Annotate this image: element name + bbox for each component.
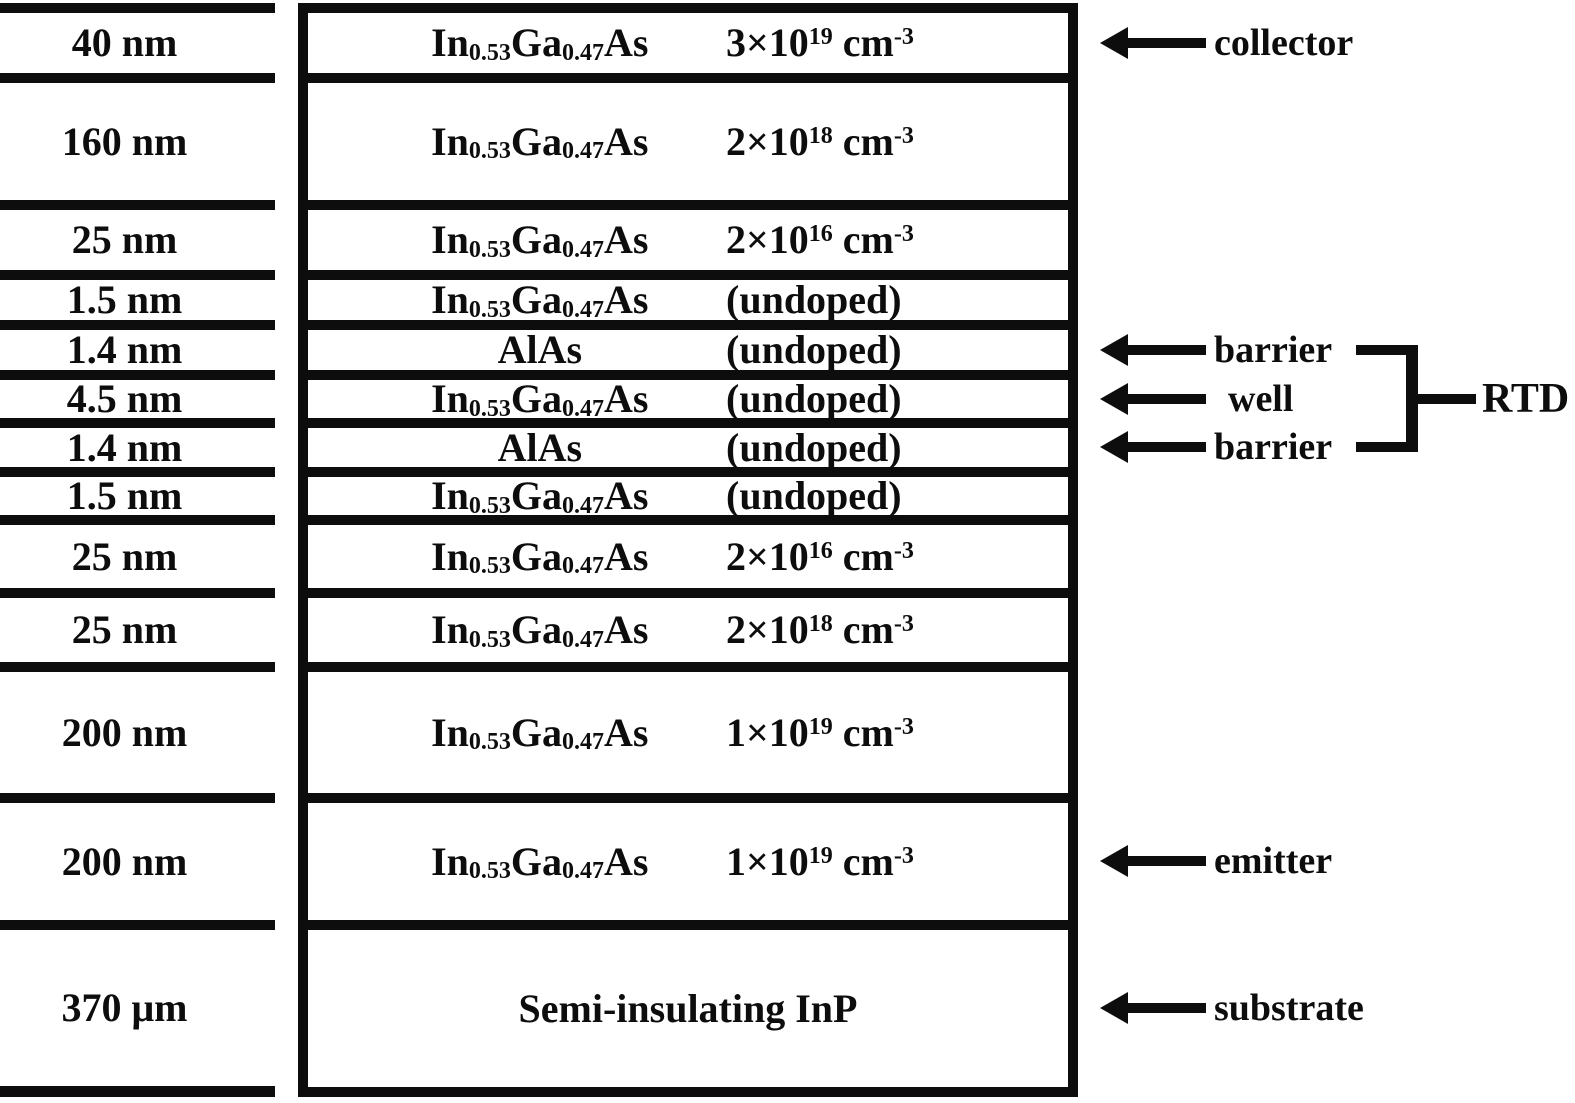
thickness-label: 40 nm (71, 20, 178, 65)
doping-label: 2×1018 cm-3 (726, 118, 914, 164)
thickness-label: 1.4 nm (66, 327, 183, 372)
material-label: In0.53Ga0.47As (431, 838, 649, 885)
ruler-cell: 1.4 nm (0, 320, 275, 370)
layer-row: In0.53Ga0.47As 2×1016 cm-3 (308, 200, 1068, 270)
annotation-barrier-top: barrier (1100, 331, 1332, 369)
material-label: In0.53Ga0.47As (431, 118, 649, 165)
rtd-bracket-middle-arm (1418, 394, 1476, 404)
thickness-label: 25 nm (71, 217, 178, 262)
layer-row: In0.53Ga0.47As 2×1016 cm-3 (308, 515, 1068, 588)
layer-stack: In0.53Ga0.47As 3×1019 cm-3 In0.53Ga0.47A… (298, 3, 1078, 1097)
layer-row-spacer: In0.53Ga0.47As (undoped) (308, 467, 1068, 519)
doping-label: (undoped) (726, 473, 902, 518)
thickness-label: 25 nm (71, 607, 178, 652)
layer-row-well: In0.53Ga0.47As (undoped) (308, 370, 1068, 422)
ruler-cell: 1.4 nm (0, 418, 275, 467)
left-arrow-icon (1100, 431, 1206, 463)
layer-row-spacer: In0.53Ga0.47As (undoped) (308, 270, 1068, 323)
rtd-bracket-top-arm (1356, 345, 1418, 355)
annotation-label-substrate: substrate (1214, 987, 1364, 1029)
annotation-collector: collector (1100, 24, 1353, 62)
material-label: In0.53Ga0.47As (431, 376, 649, 422)
left-arrow-icon (1100, 334, 1206, 366)
thickness-label: 1.4 nm (66, 424, 183, 470)
left-arrow-icon (1100, 383, 1206, 415)
material-label: AlAs (497, 424, 583, 470)
doping-label: (undoped) (726, 277, 902, 322)
material-label: In0.53Ga0.47As (431, 277, 649, 323)
annotation-emitter: emitter (1100, 842, 1332, 880)
annotation-label-well: well (1228, 378, 1294, 420)
thickness-label: 160 nm (61, 118, 188, 164)
doping-label: (undoped) (726, 327, 902, 372)
material-label: Semi-insulating InP (518, 985, 858, 1031)
rtd-label: RTD (1482, 376, 1570, 422)
layer-row: In0.53Ga0.47As 2×1018 cm-3 (308, 588, 1068, 662)
thickness-ruler: 40 nm 160 nm 25 nm 1.5 nm 1.4 nm 4.5 nm … (0, 3, 275, 1097)
thickness-label: 370 μm (61, 985, 188, 1030)
layer-row-collector-contact: In0.53Ga0.47As 3×1019 cm-3 (308, 13, 1068, 73)
ruler-cell: 25 nm (0, 588, 275, 662)
annotation-label-collector: collector (1214, 22, 1354, 64)
material-label: In0.53Ga0.47As (431, 709, 649, 756)
material-label: In0.53Ga0.47As (431, 473, 649, 519)
layer-row-substrate: Semi-insulating InP (308, 920, 1068, 1087)
annotation-label-barrier-top: barrier (1214, 329, 1333, 371)
thickness-label: 1.5 nm (66, 277, 183, 322)
ruler-cell: 160 nm (0, 73, 275, 200)
thickness-label: 200 nm (61, 709, 188, 755)
layer-row: In0.53Ga0.47As 1×1019 cm-3 (308, 662, 1068, 793)
ruler-cell: 200 nm (0, 793, 275, 920)
doping-label: 2×1016 cm-3 (726, 533, 914, 579)
ruler-cell: 25 nm (0, 200, 275, 270)
annotation-well: well (1100, 380, 1293, 418)
left-arrow-icon (1100, 992, 1206, 1024)
layer-row-barrier-top: AlAs (undoped) (308, 320, 1068, 370)
ruler-cell: 200 nm (0, 662, 275, 793)
doping-label: 1×1019 cm-3 (726, 838, 914, 884)
material-label: In0.53Ga0.47As (431, 20, 649, 66)
material-label: AlAs (497, 327, 583, 372)
layer-row: In0.53Ga0.47As 2×1018 cm-3 (308, 73, 1068, 200)
material-label: In0.53Ga0.47As (431, 533, 649, 580)
rtd-bracket-vertical (1406, 345, 1418, 452)
layer-row-barrier-bottom: AlAs (undoped) (308, 418, 1068, 467)
ruler-cell: 370 μm (0, 920, 275, 1097)
annotation-barrier-bottom: barrier (1100, 428, 1332, 466)
thickness-label: 4.5 nm (66, 376, 183, 421)
thickness-label: 25 nm (71, 533, 178, 579)
ruler-cell: 25 nm (0, 515, 275, 588)
ruler-cell: 1.5 nm (0, 270, 275, 320)
ruler-cell: 4.5 nm (0, 370, 275, 421)
doping-label: (undoped) (726, 376, 902, 421)
doping-label: (undoped) (726, 424, 902, 470)
thickness-label: 200 nm (61, 838, 188, 884)
left-arrow-icon (1100, 27, 1206, 59)
doping-label: 2×1016 cm-3 (726, 217, 914, 262)
annotation-label-emitter: emitter (1214, 840, 1333, 882)
doping-label: 1×1019 cm-3 (726, 709, 914, 755)
left-arrow-icon (1100, 845, 1206, 877)
ruler-cell: 1.5 nm (0, 467, 275, 518)
annotation-label-barrier-bottom: barrier (1214, 426, 1333, 468)
material-label: In0.53Ga0.47As (431, 607, 649, 653)
doping-label: 3×1019 cm-3 (726, 20, 914, 65)
doping-label: 2×1018 cm-3 (726, 607, 914, 652)
layer-row-emitter: In0.53Ga0.47As 1×1019 cm-3 (308, 793, 1068, 920)
annotation-substrate: substrate (1100, 989, 1364, 1027)
ruler-cell: 40 nm (0, 3, 275, 73)
material-label: In0.53Ga0.47As (431, 217, 649, 263)
thickness-label: 1.5 nm (66, 473, 183, 518)
rtd-bracket-bottom-arm (1356, 442, 1418, 452)
